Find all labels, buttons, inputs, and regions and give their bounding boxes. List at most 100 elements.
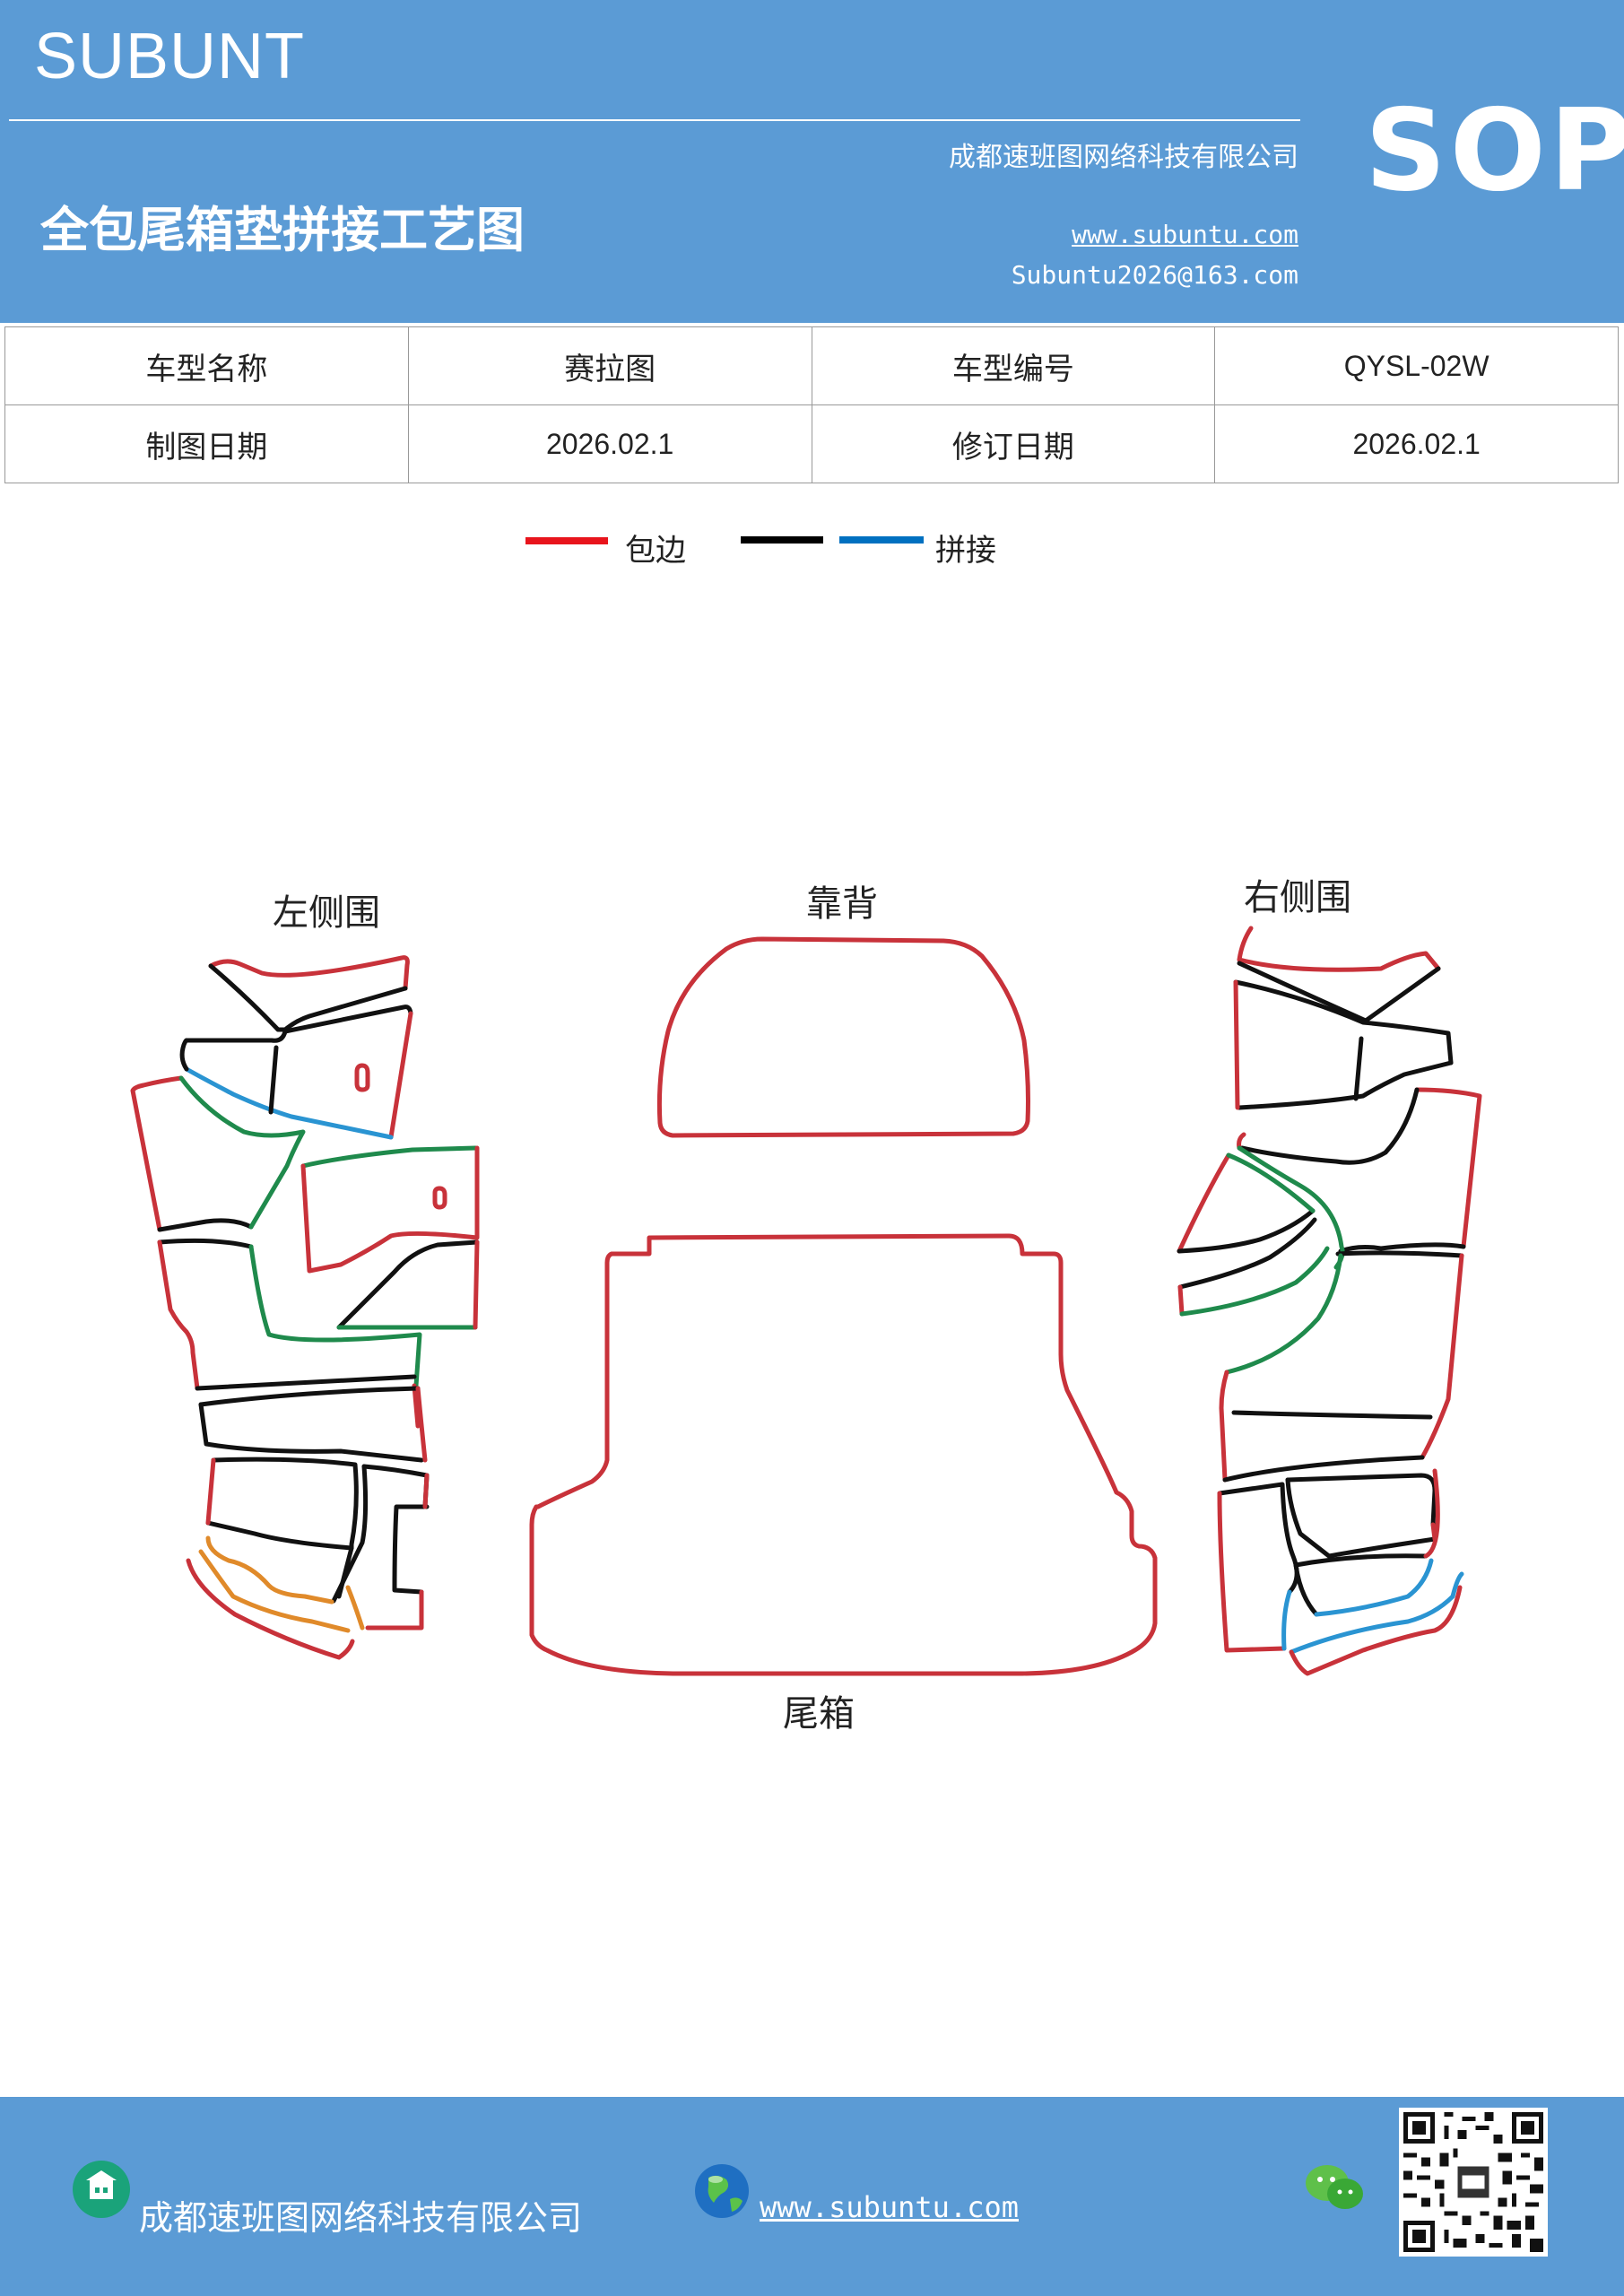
right-piece <box>1353 1036 1364 1101</box>
left-piece <box>473 1239 480 1330</box>
left-piece <box>336 1239 480 1330</box>
left-piece <box>198 1402 424 1463</box>
right-piece <box>1233 979 1454 1065</box>
right-piece <box>1224 1253 1343 1375</box>
right-piece <box>1289 1571 1464 1655</box>
right-piece <box>1177 1284 1185 1317</box>
right-piece <box>1285 1477 1437 1559</box>
model-code-label: 车型编号 <box>811 326 1216 405</box>
right-piece <box>1237 926 1441 972</box>
left-piece <box>415 1386 428 1463</box>
right-piece <box>1285 1473 1437 1527</box>
right-piece <box>1219 1370 1229 1483</box>
left-piece <box>130 1075 184 1232</box>
page-footer: 成都速班图网络科技有限公司 www.subuntu.com <box>0 2097 1624 2296</box>
right-piece <box>1289 1585 1463 1676</box>
right-piece <box>1177 1208 1316 1254</box>
qr-code <box>1399 2108 1548 2257</box>
page-header: SUBUNT 全包尾箱垫拼接工艺图 成都速班图网络科技有限公司 www.subu… <box>0 0 1624 323</box>
page-title: 全包尾箱垫拼接工艺图 <box>40 202 525 258</box>
right-side-label: 右侧围 <box>1244 877 1351 918</box>
vehicle-info-table: 车型名称 赛拉图 车型编号 QYSL-02W 制图日期 2026.02.1 修订… <box>4 326 1619 483</box>
right-piece <box>1423 1468 1440 1559</box>
legend-splice-blue-swatch <box>839 536 924 544</box>
left-piece <box>354 1063 370 1092</box>
left-piece <box>205 1535 334 1605</box>
right-piece <box>1217 1482 1299 1595</box>
table-row: 制图日期 2026.02.1 修订日期 2026.02.1 <box>4 404 1619 483</box>
left-piece <box>392 1504 430 1595</box>
right-piece <box>1177 1217 1317 1290</box>
right-piece <box>1226 1152 1316 1213</box>
draw-date-value: 2026.02.1 <box>407 404 812 483</box>
brand-logo: SUBUNT <box>34 21 306 92</box>
right-piece <box>1293 1562 1319 1617</box>
right-piece <box>1420 1253 1464 1460</box>
left-piece <box>300 1145 480 1274</box>
right-piece <box>1179 1246 1330 1317</box>
legend-splice-black-swatch <box>741 536 823 544</box>
left-piece <box>361 1464 430 1509</box>
header-divider <box>9 119 1300 121</box>
revise-date-value: 2026.02.1 <box>1214 404 1619 483</box>
left-piece <box>268 1045 279 1115</box>
left-piece <box>248 1244 422 1388</box>
left-piece <box>336 1545 354 1599</box>
footer-company: 成都速班图网络科技有限公司 <box>139 2198 583 2238</box>
left-piece <box>178 1075 306 1230</box>
trunk-label: 尾箱 <box>783 1693 855 1735</box>
model-name-value: 赛拉图 <box>407 326 812 405</box>
left-piece <box>205 1457 359 1551</box>
left-piece <box>157 1218 254 1232</box>
globe-icon <box>695 2164 749 2218</box>
left-piece <box>365 1473 430 1631</box>
right-piece <box>1335 1250 1464 1258</box>
right-piece <box>1237 961 1441 1023</box>
model-name-label: 车型名称 <box>4 326 409 405</box>
revise-date-label: 修订日期 <box>811 404 1216 483</box>
header-company: 成都速班图网络科技有限公司 <box>949 142 1298 173</box>
left-side-label: 左侧围 <box>273 892 380 934</box>
left-piece <box>186 1558 355 1660</box>
sop-badge: SOP <box>1365 84 1624 216</box>
right-piece <box>1314 1558 1434 1617</box>
legend-splice-label: 拼接 <box>935 533 996 569</box>
header-website-link[interactable]: www.subuntu.com <box>1072 220 1298 249</box>
left-piece <box>157 1238 254 1249</box>
legend-edge-label: 包边 <box>625 533 686 569</box>
right-piece <box>1239 1087 1420 1165</box>
right-piece <box>1338 1242 1466 1254</box>
left-piece <box>412 1383 421 1429</box>
trunk-panel <box>529 1233 1158 1676</box>
building-icon <box>73 2161 130 2218</box>
splice-diagram <box>130 926 1482 1676</box>
model-code-value: QYSL-02W <box>1214 326 1619 405</box>
left-piece <box>208 955 410 991</box>
backrest-panel <box>656 936 1030 1138</box>
left-piece <box>179 1038 189 1072</box>
right-piece <box>1222 1455 1425 1483</box>
left-piece <box>198 1549 351 1633</box>
left-piece <box>432 1186 447 1210</box>
right-piece <box>1293 1553 1429 1568</box>
right-piece <box>1414 1087 1482 1249</box>
left-piece <box>157 1239 200 1391</box>
left-piece <box>195 1374 417 1391</box>
left-piece <box>184 1066 394 1140</box>
left-piece <box>345 1585 365 1631</box>
right-piece <box>1237 1060 1454 1110</box>
right-piece <box>1177 1152 1231 1254</box>
legend-edge-swatch <box>525 537 608 544</box>
right-piece <box>1233 979 1240 1110</box>
footer-website-link[interactable]: www.subuntu.com <box>760 2190 1019 2224</box>
right-piece <box>1281 1589 1292 1651</box>
draw-date-label: 制图日期 <box>4 404 409 483</box>
header-email[interactable]: Subuntu2026@163.com <box>1011 260 1298 290</box>
wechat-icon <box>1306 2165 1363 2209</box>
left-piece <box>300 1145 478 1169</box>
left-piece <box>184 1029 288 1043</box>
table-row: 车型名称 赛拉图 车型编号 QYSL-02W <box>4 326 1619 405</box>
left-piece <box>198 1386 421 1407</box>
right-piece <box>1217 1491 1287 1653</box>
left-piece <box>205 1457 216 1526</box>
